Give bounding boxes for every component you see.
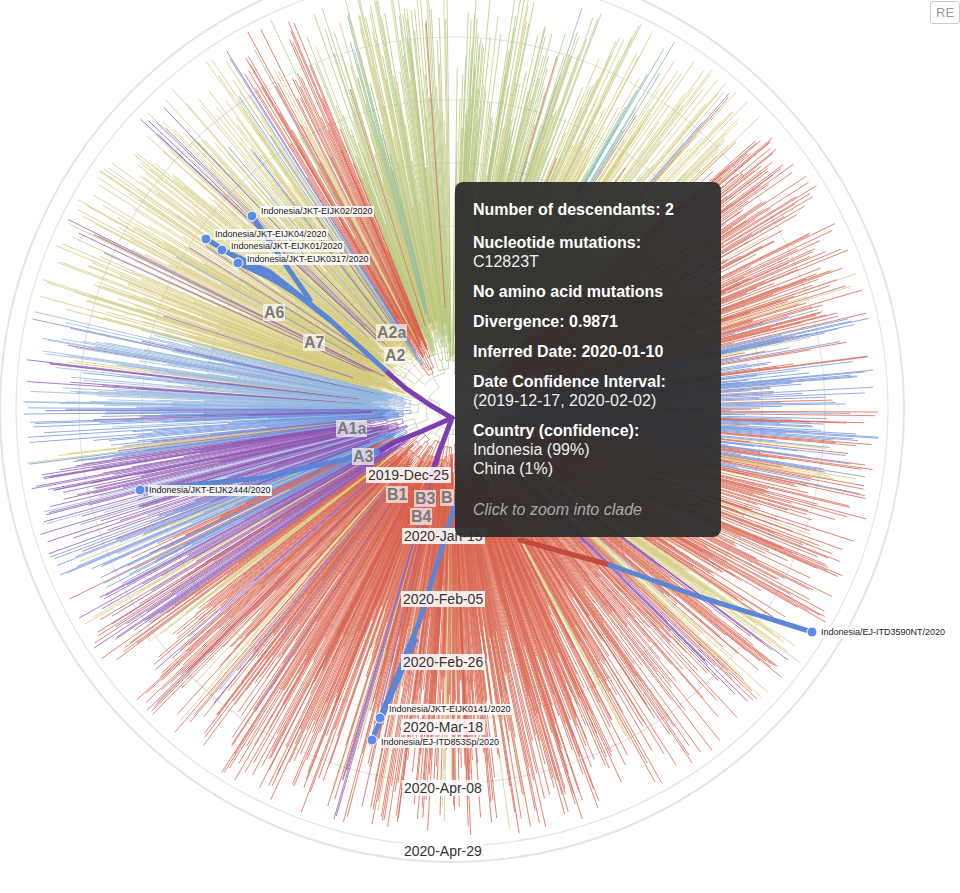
tooltip-line: Divergence: 0.9871 <box>473 312 703 331</box>
reset-button: RE <box>930 1 960 24</box>
clade-label: A2 <box>384 347 406 364</box>
tooltip-line: Country (confidence): <box>473 421 703 440</box>
date-label: 2020-Apr-08 <box>402 780 484 796</box>
date-ring <box>0 0 904 862</box>
tip-dot <box>247 211 257 221</box>
tip-dot <box>135 485 145 495</box>
tip-label: Indonesia/JKT-EIJK02/2020 <box>260 206 374 217</box>
button-label: RE <box>936 5 954 20</box>
highlighted-branch <box>520 540 610 565</box>
date-label: 2020-Apr-29 <box>402 843 484 859</box>
tip-dot <box>375 713 385 723</box>
tip-dot <box>233 258 243 268</box>
date-label: 2020-Feb-26 <box>401 654 485 670</box>
clade-label: B4 <box>410 508 432 525</box>
tooltip-line: Inferred Date: 2020-01-10 <box>473 342 703 361</box>
highlighted-branch <box>385 370 452 418</box>
tip-label: Indonesia/JKT-EIJK01/2020 <box>230 241 344 252</box>
tree-branches <box>27 51 788 819</box>
date-ring <box>16 0 888 846</box>
tooltip-line: Date Confidence Interval: <box>473 372 703 391</box>
date-label: 2019-Dec-25 <box>366 467 451 483</box>
tip-label: Indonesia/JKT-EIJK0141/2020 <box>388 704 512 715</box>
tip-dot <box>217 245 227 255</box>
tip-dot <box>807 627 817 637</box>
tip-label: Indonesia/JKT-EIJK04/2020 <box>214 229 328 240</box>
clade-label: A3 <box>352 448 374 465</box>
clade-label: B <box>440 489 454 506</box>
highlighted-branch <box>610 565 812 632</box>
tooltip-line: (2019-12-17, 2020-02-02) <box>473 391 703 410</box>
clade-label: B1 <box>386 486 408 503</box>
tooltip-line: Indonesia (99%) <box>473 440 703 459</box>
tooltip-line: Click to zoom into clade <box>473 500 703 519</box>
date-label: 2020-Mar-18 <box>401 719 485 735</box>
date-label: 2020-Feb-05 <box>401 591 485 607</box>
clade-label: B3 <box>414 490 436 507</box>
clade-label: A6 <box>263 304 285 321</box>
clade-label: A7 <box>303 334 325 351</box>
tip-label: Indonesia/EJ-ITD3590NT/2020 <box>820 627 946 638</box>
tip-label: Indonesia/JKT-EIJK2444/2020 <box>148 485 272 496</box>
clade-label: A1a <box>336 420 367 437</box>
tip-label: Indonesia/EJ-ITD853Sp/2020 <box>380 737 500 748</box>
tooltip-line: Number of descendants: 2 <box>473 200 703 219</box>
tree-branches <box>23 312 411 554</box>
tooltip-line: Nucleotide mutations: <box>473 233 703 252</box>
tooltip-panel: Number of descendants: 2 Nucleotide mutat… <box>455 182 721 537</box>
tip-dot <box>201 234 211 244</box>
tooltip-line: China (1%) <box>473 459 703 478</box>
tip-label: Indonesia/JKT-EIJK0317/2020 <box>246 254 370 265</box>
highlighted-branch <box>238 263 385 370</box>
tooltip-line: No amino acid mutations <box>473 282 703 301</box>
tip-dot <box>367 735 377 745</box>
tooltip-line: C12823T <box>473 252 703 271</box>
clade-label: A2a <box>376 324 407 341</box>
